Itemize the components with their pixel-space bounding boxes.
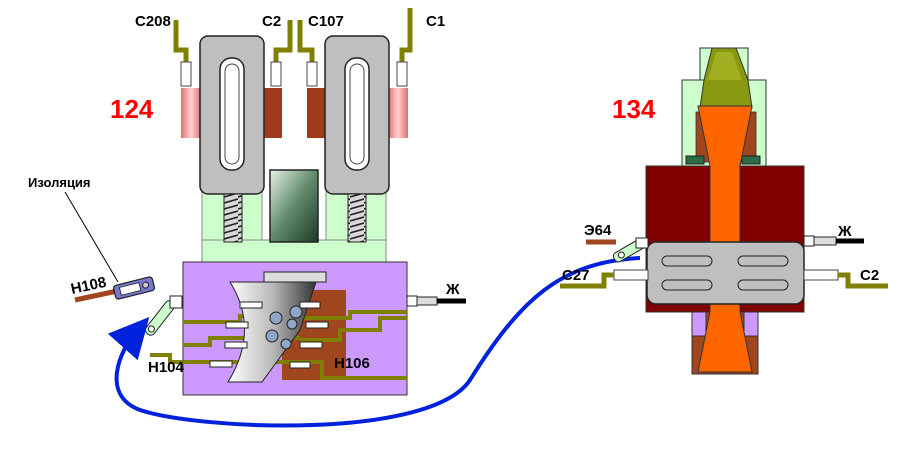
busbar-olive-right-2 [300,316,407,342]
label-n106: Н106 [334,355,370,372]
orange-plunger [697,105,753,373]
busbar-olive-n104 [150,353,300,364]
spring-left [223,193,243,243]
label-zh-right: Ж [837,223,852,240]
terminal-c2 [270,61,282,87]
title-134: 134 [612,94,656,124]
insulation-sleeve [112,276,156,300]
housing-bottom-violet-left [691,311,707,337]
label-insulation: Изоляция [28,175,91,190]
coil-left-window [219,57,245,171]
spring-right [347,193,367,243]
coil-134 [646,241,805,305]
wire-c1 [399,8,413,62]
insulation-leader [64,191,119,283]
wire-c27 [560,272,614,289]
terminal-c107 [306,61,318,87]
connector-zh-left [416,296,438,306]
coil-block-pink-left [181,88,201,138]
terminal-c1 [396,61,408,87]
busbar-olive-right-1 [300,310,407,320]
housing-bottom-violet-right [743,311,759,337]
coil-slot-1 [661,255,713,267]
label-c1: С1 [426,13,445,30]
label-c27: С27 [562,267,590,284]
wire-c2-right [838,272,888,289]
wire-c208 [173,20,189,62]
terminal-zh-left [406,295,418,307]
contactor-134: 134 Э64 Ж С27 С2 [560,47,888,375]
terminal-c2-right [803,269,839,281]
magnet-yoke [201,239,387,263]
terminal-left-side [169,295,183,309]
contactor-124: С208 С2 С107 С1 124 Изоляция Н108 Ж Н104… [28,8,466,396]
coil-block-brown-c107 [307,88,327,138]
coil-slot-3 [661,279,713,291]
terminal-c208 [180,61,192,87]
label-c208: С208 [135,13,171,30]
label-e64: Э64 [584,222,612,239]
wire-c107 [297,20,315,62]
armature-core [269,169,319,243]
label-c107: С107 [308,13,344,30]
terminal-c27 [613,269,649,281]
coil-block-pink-right [388,88,408,138]
connecting-cable [107,256,641,428]
coil-right-window [344,57,370,171]
title-124: 124 [110,94,154,124]
wire-c2-top [273,20,293,62]
terminal-zh-right [803,235,815,247]
coil-slot-4 [737,279,789,291]
arc-chute-cap [263,271,327,283]
contact-slats [209,301,329,369]
label-n104: Н104 [148,359,185,376]
coil-slot-2 [737,255,789,267]
label-zh-left: Ж [445,281,460,298]
label-c2-top: С2 [262,13,281,30]
busbar-olive-n106 [300,360,407,380]
coil-block-brown-c2 [262,88,282,138]
label-c2-right: С2 [860,267,879,284]
connector-zh-right [813,236,837,246]
contact-rollers [265,305,303,350]
stud-left [685,155,705,165]
stud-right [741,155,761,165]
terminal-e64 [635,237,649,249]
